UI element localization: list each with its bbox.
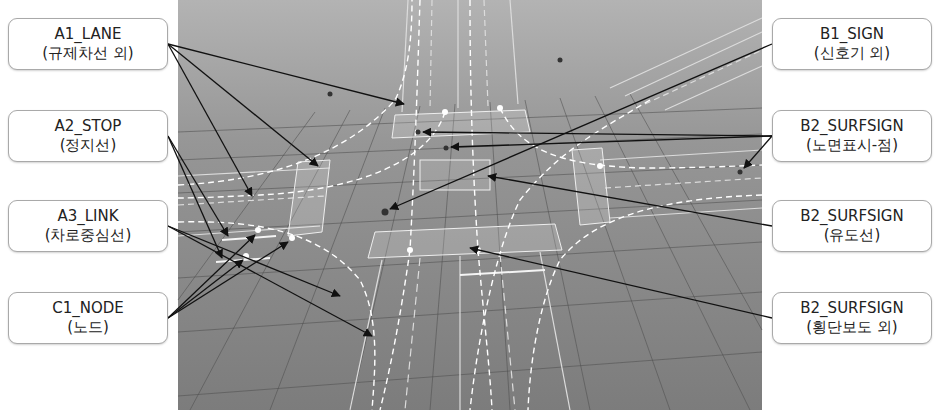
callout-box: B2_SURFSIGN(노면표시-점) xyxy=(772,110,932,162)
surface-marks xyxy=(328,58,743,216)
lane-links xyxy=(178,0,762,410)
node-point xyxy=(289,235,295,241)
lane-line xyxy=(457,0,458,108)
lane-line xyxy=(350,260,382,410)
callout-box: B1_SIGN(신호기 외) xyxy=(772,18,932,70)
grid-line xyxy=(190,110,350,410)
layer-code: A2_STOP xyxy=(55,117,122,136)
grid-line xyxy=(270,108,385,410)
grid-line xyxy=(178,352,762,396)
link-curve xyxy=(470,0,492,410)
grid-line xyxy=(178,134,762,160)
node-point xyxy=(442,109,448,115)
callout-box: A1_LANE(규제차선 외) xyxy=(8,18,168,70)
leader-arrow xyxy=(168,260,243,318)
leader-arrow xyxy=(168,44,252,196)
leader-arrow xyxy=(744,136,772,168)
lane-line xyxy=(540,252,570,410)
layer-code: B2_SURFSIGN xyxy=(800,207,903,226)
link-curve xyxy=(178,112,445,198)
surface-point xyxy=(444,146,449,151)
signal-point xyxy=(382,209,389,216)
layer-code: C1_NODE xyxy=(52,299,124,318)
surface-point xyxy=(416,130,421,135)
layer-code: B2_SURFSIGN xyxy=(800,299,903,318)
lane-line xyxy=(430,0,432,110)
lane-line xyxy=(484,0,488,106)
crosswalk xyxy=(368,224,562,258)
layer-description: (유도선) xyxy=(824,226,881,245)
layer-description: (노면표시-점) xyxy=(806,136,898,155)
stop-line xyxy=(222,236,276,240)
layer-description: (노드) xyxy=(67,318,109,337)
grid-line xyxy=(430,104,455,410)
lane-line xyxy=(665,66,762,110)
lane-line xyxy=(405,258,420,410)
leader-arrow xyxy=(168,44,404,104)
surface-point xyxy=(328,92,333,97)
link-curve xyxy=(178,0,412,185)
lane-line xyxy=(500,254,515,410)
link-curve xyxy=(528,195,762,410)
layer-description: (규제차선 외) xyxy=(42,44,133,63)
grid-line xyxy=(560,98,670,410)
callout-box: C1_NODE(노드) xyxy=(8,292,168,344)
link-curve xyxy=(470,100,650,410)
lane-line xyxy=(402,0,408,112)
leader-arrow xyxy=(168,226,372,336)
lane-line xyxy=(605,178,762,188)
leader-arrow xyxy=(390,44,772,209)
grid-line xyxy=(350,106,420,410)
callout-box: B2_SURFSIGN(횡단보도 외) xyxy=(772,292,932,344)
road-lines xyxy=(178,0,762,410)
lane-line xyxy=(600,150,762,160)
surface-point xyxy=(738,170,743,175)
layer-description: (차로중심선) xyxy=(45,226,132,245)
grid-line xyxy=(178,292,762,332)
crosswalk xyxy=(572,148,610,225)
leader-arrow xyxy=(168,235,255,318)
leader-arrow xyxy=(488,176,772,226)
crosswalk xyxy=(392,110,530,138)
layer-code: B2_SURFSIGN xyxy=(800,117,903,136)
lane-line xyxy=(610,18,762,88)
crosswalk xyxy=(420,160,490,190)
leader-arrow xyxy=(423,132,772,136)
node-point xyxy=(255,227,261,233)
layer-code: A3_LINK xyxy=(57,207,118,226)
layer-description: (신호기 외) xyxy=(814,44,890,63)
layer-description: (횡단보도 외) xyxy=(806,318,897,337)
lane-line xyxy=(645,50,762,104)
callout-box: B2_SURFSIGN(유도선) xyxy=(772,200,932,252)
grid-line xyxy=(178,200,762,232)
leader-arrow xyxy=(451,136,772,147)
node-points xyxy=(243,105,603,259)
surface-point xyxy=(558,58,563,63)
map-ground xyxy=(178,0,762,410)
layer-description: (정지선) xyxy=(60,136,117,155)
leader-arrow xyxy=(168,242,288,318)
leader-arrows xyxy=(168,44,772,336)
stop-lines xyxy=(216,236,545,275)
grid-line xyxy=(595,96,750,410)
layer-code: B1_SIGN xyxy=(820,25,884,44)
stop-line xyxy=(460,270,545,275)
lane-line xyxy=(510,0,518,104)
lane-line xyxy=(625,32,762,96)
node-point xyxy=(597,163,603,169)
node-point xyxy=(407,247,413,253)
callout-box: A3_LINK(차로중심선) xyxy=(8,200,168,252)
leader-arrow xyxy=(168,44,318,166)
callout-box: A2_STOP(정지선) xyxy=(8,110,168,162)
leader-arrow xyxy=(470,248,772,318)
layer-code: A1_LANE xyxy=(55,25,122,44)
lane-line xyxy=(459,256,460,410)
grid xyxy=(178,94,762,410)
crosswalk xyxy=(288,160,330,236)
leader-arrow xyxy=(168,136,228,236)
node-point xyxy=(497,105,503,111)
leader-arrow xyxy=(168,136,222,258)
